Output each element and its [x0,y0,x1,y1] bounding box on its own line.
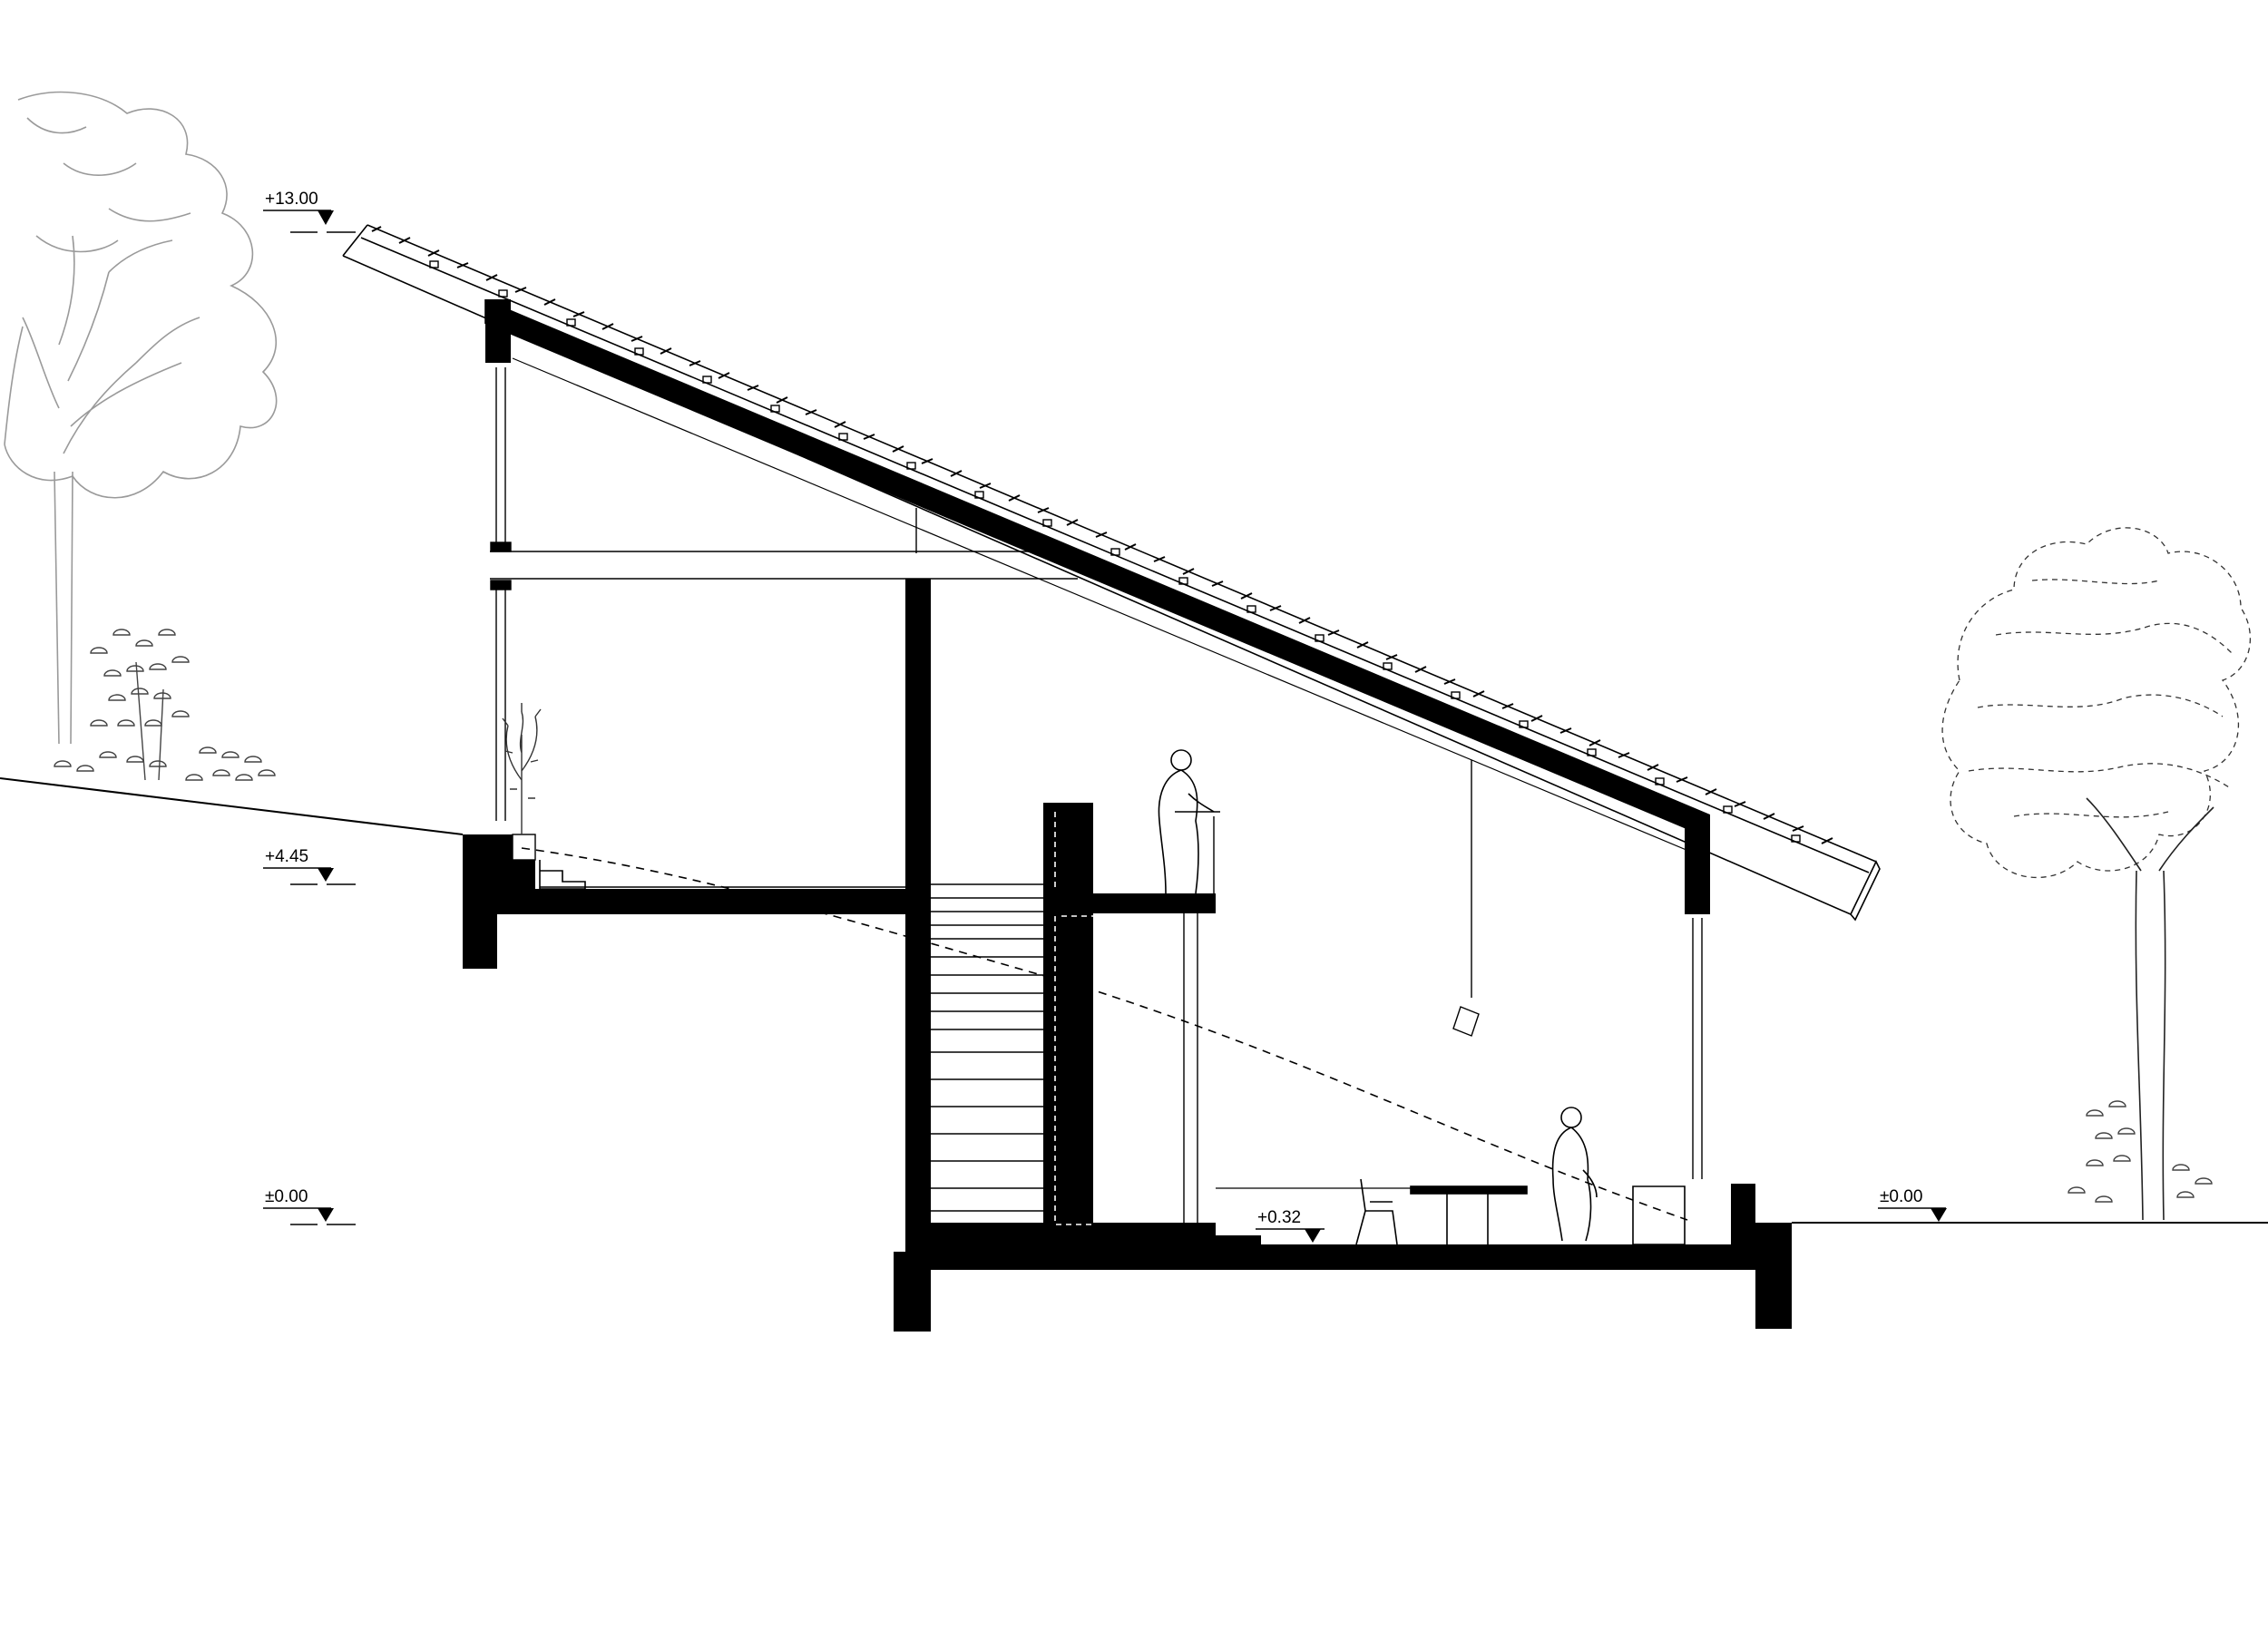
right-ring-beam [1685,816,1710,914]
level-marker-dining-floor: +0.32 [1256,1208,1325,1243]
tree-left [4,91,278,745]
pendant-lamp [1452,760,1480,1037]
roof-tiles [371,226,1833,844]
level-label-upper-terrace: +4.45 [265,847,308,866]
basement-footing-left [894,1252,931,1332]
terrace-steps [539,860,586,890]
terrace-slab [497,889,905,914]
mezzanine-slab [1093,893,1216,913]
tree-right [1941,527,2252,879]
shrub-left [54,629,276,781]
level-label-dining-floor: +0.32 [1257,1208,1301,1227]
basement-slab [931,1184,1792,1329]
level-marker-ground-right: ±0.00 [1878,1187,1947,1222]
level-label-ground-left: ±0.00 [265,1187,308,1206]
right-glazing-column [1692,918,1703,1179]
level-marker-ground-left: ±0.00 [263,1187,356,1225]
shrub-right [2068,1100,2213,1203]
ground-lines [0,777,2268,1224]
level-marker-upper-terrace: +4.45 [263,847,356,885]
structure-core [894,579,1792,1332]
planter-box [512,834,536,861]
dining-furniture [1355,1178,1686,1245]
level-label-ground-right: ±0.00 [1880,1187,1922,1206]
tree-right-trunk [2086,797,2214,1221]
central-wall [905,579,931,1332]
stair-treads [931,883,1043,1212]
daylight-path-dashed [521,847,1688,1221]
roof-batten-markers [429,260,1801,843]
roof-gutter [1850,860,1881,922]
tie-beam [490,551,1078,580]
upper-terrace [463,834,905,969]
person-mezzanine [1158,749,1215,894]
level-marker-roof-top: +13.00 [263,190,356,233]
small-tree [502,703,542,834]
roof [342,224,1881,922]
roof-slab [485,299,1710,839]
terrace-retaining-wall [463,834,535,969]
left-ring-beam [485,299,511,363]
level-label-roof-top: +13.00 [265,190,318,209]
stair-wall-hidden-lines [1054,812,1093,1225]
stair-wall [1043,803,1093,1229]
roof-soffit-line [512,357,1711,861]
person-ground [1551,1107,1598,1242]
left-glazing-column [490,367,512,821]
